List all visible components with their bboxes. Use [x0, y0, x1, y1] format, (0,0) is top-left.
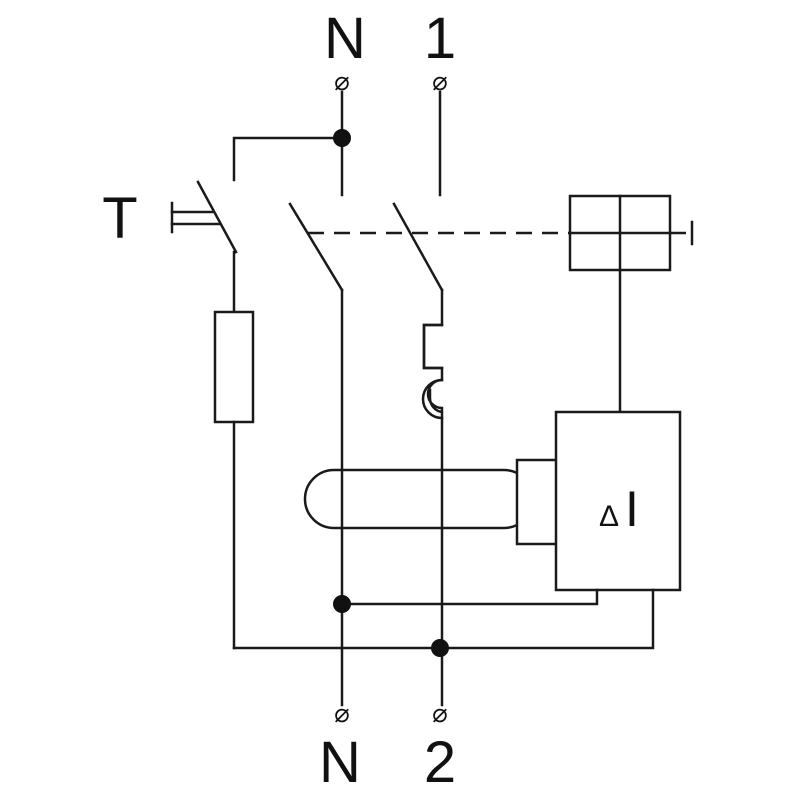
sense-winding: [515, 458, 559, 546]
label-test-button: T: [102, 186, 137, 251]
label-bottom-neutral: N: [319, 730, 361, 795]
wire-relay-to-neutral: [340, 588, 599, 606]
current-symbol: I: [625, 481, 639, 537]
terminal-bottom-neutral-icon: ⌀: [334, 699, 350, 729]
junction-bottom-neutral: [333, 595, 351, 613]
switch-contact-neutral: [288, 202, 344, 292]
junction-top-neutral: [333, 129, 351, 147]
wire-relay-to-phase: [232, 588, 655, 650]
trip-coil-notch: [422, 323, 444, 370]
toroidal-transformer: [303, 468, 535, 530]
delta-symbol: Δ: [599, 500, 619, 533]
trip-coil-loop: [421, 378, 444, 420]
differential-relay: [554, 410, 682, 592]
switch-contact-phase: [392, 202, 444, 292]
label-top-phase: 1: [424, 6, 456, 71]
junction-bottom-phase: [431, 639, 449, 657]
label-top-neutral: N: [324, 6, 366, 71]
test-switch-contact: [196, 180, 238, 254]
terminal-top-neutral-icon: ⌀: [334, 67, 350, 97]
test-resistor: [213, 310, 255, 424]
label-bottom-phase: 2: [424, 730, 456, 795]
terminal-bottom-phase-icon: ⌀: [432, 699, 448, 729]
terminal-top-phase-icon: ⌀: [432, 67, 448, 97]
wire-test-branch: [232, 136, 344, 182]
